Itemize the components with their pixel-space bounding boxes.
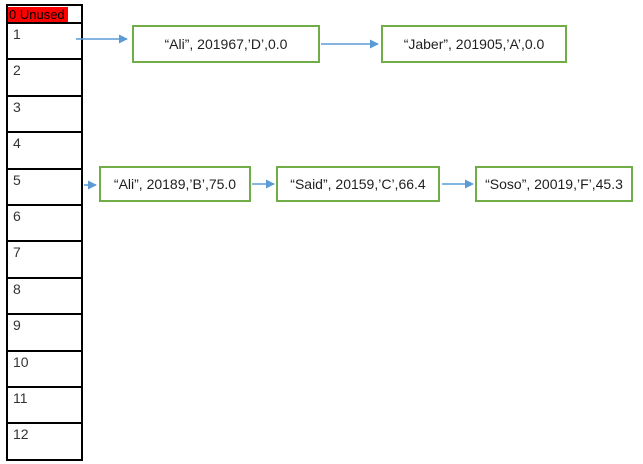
record-text: “Soso”, 20019,’F’,45.3 <box>485 176 623 192</box>
bucket-row-10: 10 <box>8 349 81 386</box>
bucket-index: 10 <box>13 353 29 370</box>
bucket-index: 6 <box>13 207 21 224</box>
record-text: “Said”, 20159,’C’,66.4 <box>290 176 426 192</box>
unused-bucket-label: 0 Unused <box>8 7 68 22</box>
bucket-row-4: 4 <box>8 131 81 167</box>
bucket-row-6: 6 <box>8 203 81 240</box>
bucket-row-12: 12 <box>8 422 81 458</box>
chain-node-soso-20019: “Soso”, 20019,’F’,45.3 <box>475 166 633 202</box>
bucket-index: 3 <box>13 98 21 115</box>
bucket-row-5: 5 <box>8 167 81 204</box>
bucket-index: 1 <box>13 26 21 42</box>
bucket-row-9: 9 <box>8 313 81 349</box>
chain-node-ali-20189: “Ali”, 20189,’B’,75.0 <box>99 166 251 202</box>
bucket-row-3: 3 <box>8 94 81 131</box>
bucket-table: 0 Unused 1 2 3 4 5 6 7 8 9 10 11 12 <box>6 4 83 461</box>
record-text: “Ali”, 20189,’B’,75.0 <box>113 176 237 192</box>
bucket-index: 8 <box>13 280 21 297</box>
bucket-index: 11 <box>13 389 28 406</box>
chain-node-jaber-201905: “Jaber”, 201905,’A’,0.0 <box>381 25 567 63</box>
bucket-row-1: 1 <box>8 22 81 58</box>
record-text: “Jaber”, 201905,’A’,0.0 <box>403 36 545 52</box>
bucket-index: 7 <box>13 244 21 261</box>
bucket-index: 9 <box>13 317 21 334</box>
bucket-index: 5 <box>13 171 21 188</box>
chain-node-ali-201967: “Ali”, 201967,’D’,0.0 <box>132 25 320 63</box>
bucket-row-0: 0 Unused <box>8 6 81 22</box>
bucket-row-2: 2 <box>8 58 81 94</box>
bucket-row-11: 11 <box>8 385 81 422</box>
bucket-row-8: 8 <box>8 276 81 313</box>
bucket-index: 12 <box>13 426 29 443</box>
bucket-index: 4 <box>13 135 21 152</box>
bucket-row-7: 7 <box>8 240 81 276</box>
record-text: “Ali”, 201967,’D’,0.0 <box>164 36 288 52</box>
bucket-index: 2 <box>13 62 21 79</box>
chain-node-said-20159: “Said”, 20159,’C’,66.4 <box>276 166 440 202</box>
